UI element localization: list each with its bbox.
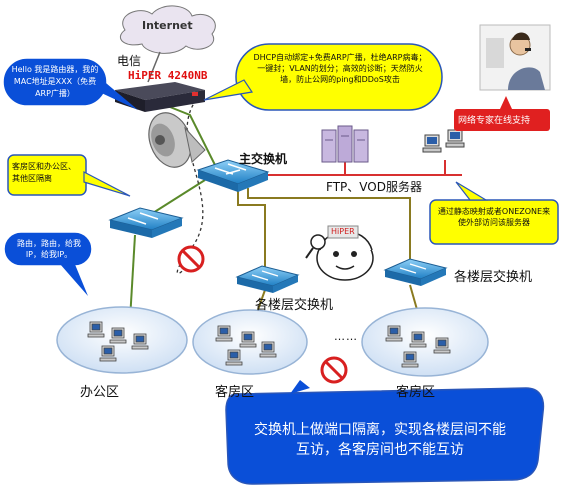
internet-cloud — [119, 5, 216, 54]
link-router-main-switch — [164, 104, 216, 166]
office-switch-device — [108, 207, 184, 238]
prohibited-icon-bottom — [320, 356, 348, 384]
link-main-floor-right — [247, 188, 411, 262]
greeting-callout: 路由，路由，给我IP，给我IP。 — [17, 239, 81, 259]
expert-photo — [479, 24, 551, 91]
servers-label: FTP、VOD服务器 — [326, 180, 422, 194]
server-workstations — [422, 129, 465, 153]
zone-office-label: 办公区 — [80, 385, 120, 400]
router-hello-callout: Hello 我是路由器，我的MAC地址是XXX（免费ARP广播） — [11, 65, 99, 98]
static-map-callout: 通过静态映射或者ONEZONE来使外部访问该服务器 — [437, 207, 551, 227]
dhcp-callout: DHCP自动绑定+免费ARP广播，杜绝ARP病毒；一键封；VLAN的划分；高效的… — [253, 53, 427, 84]
ellipsis-label: …… — [334, 330, 358, 343]
link-cloud-router — [147, 51, 161, 83]
floor-switch-mid-device — [235, 265, 300, 293]
expert-label: 网络专家在线支持 — [458, 116, 531, 126]
internet-label: Internet — [142, 19, 193, 32]
router-model-label: HiPER 4240NB — [128, 69, 208, 82]
main-switch-label: 主交换机 — [239, 152, 288, 166]
loudspeaker-icon — [148, 112, 206, 168]
floor-switch-right-label: 各楼层交换机 — [454, 270, 533, 285]
prohibited-icon-left — [177, 245, 205, 273]
isp-label: 电信 — [117, 54, 142, 68]
floor-switch-right-device — [383, 258, 448, 286]
floor-switch-mid-label: 各楼层交换机 — [255, 298, 334, 313]
link-office-switch-zone — [129, 234, 136, 321]
isolation-callout: 客房区和办公区、其他区隔离 — [12, 162, 76, 183]
hacker-badge-label: HiPER — [331, 227, 355, 236]
zone-workstations — [87, 321, 451, 368]
main-switch-device — [196, 159, 270, 192]
hacker-figure — [305, 225, 374, 281]
zone-guest2-ellipse — [361, 307, 489, 377]
zone-guest1-label: 客房区 — [215, 385, 255, 400]
zone-guest2-label: 客房区 — [396, 385, 436, 400]
expert-callout-shape — [454, 96, 550, 131]
callout-shapes — [2, 43, 559, 485]
link-main-floor-mid — [237, 188, 266, 268]
ftp-vod-servers — [321, 125, 369, 163]
router-device — [115, 82, 205, 112]
bottom-note-callout: 交换机上做端口隔离，实现各楼层间不能互访，各客房间也不能互访 — [254, 422, 506, 458]
